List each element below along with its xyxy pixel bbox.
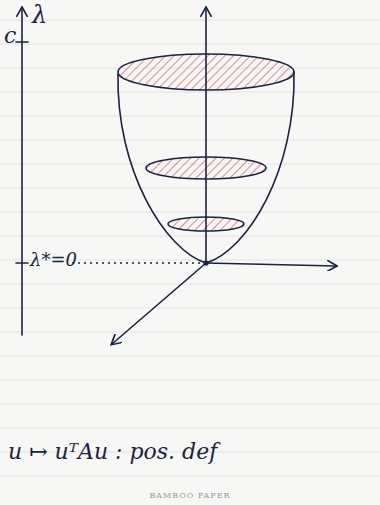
xyz-axes: [112, 8, 336, 344]
ruled-lines: [0, 20, 380, 476]
axis-symbol: λ: [32, 2, 47, 28]
minimum-point: [203, 260, 208, 265]
lambda-axis: [16, 8, 28, 335]
tick-label: c: [4, 24, 16, 48]
map-note: u ↦ uᵀAu : pos. def: [8, 440, 217, 464]
dotted-level-line: [72, 262, 200, 263]
minimum-label: λ*=0: [30, 250, 77, 270]
watermark: BAMBOO PAPER: [149, 492, 230, 501]
